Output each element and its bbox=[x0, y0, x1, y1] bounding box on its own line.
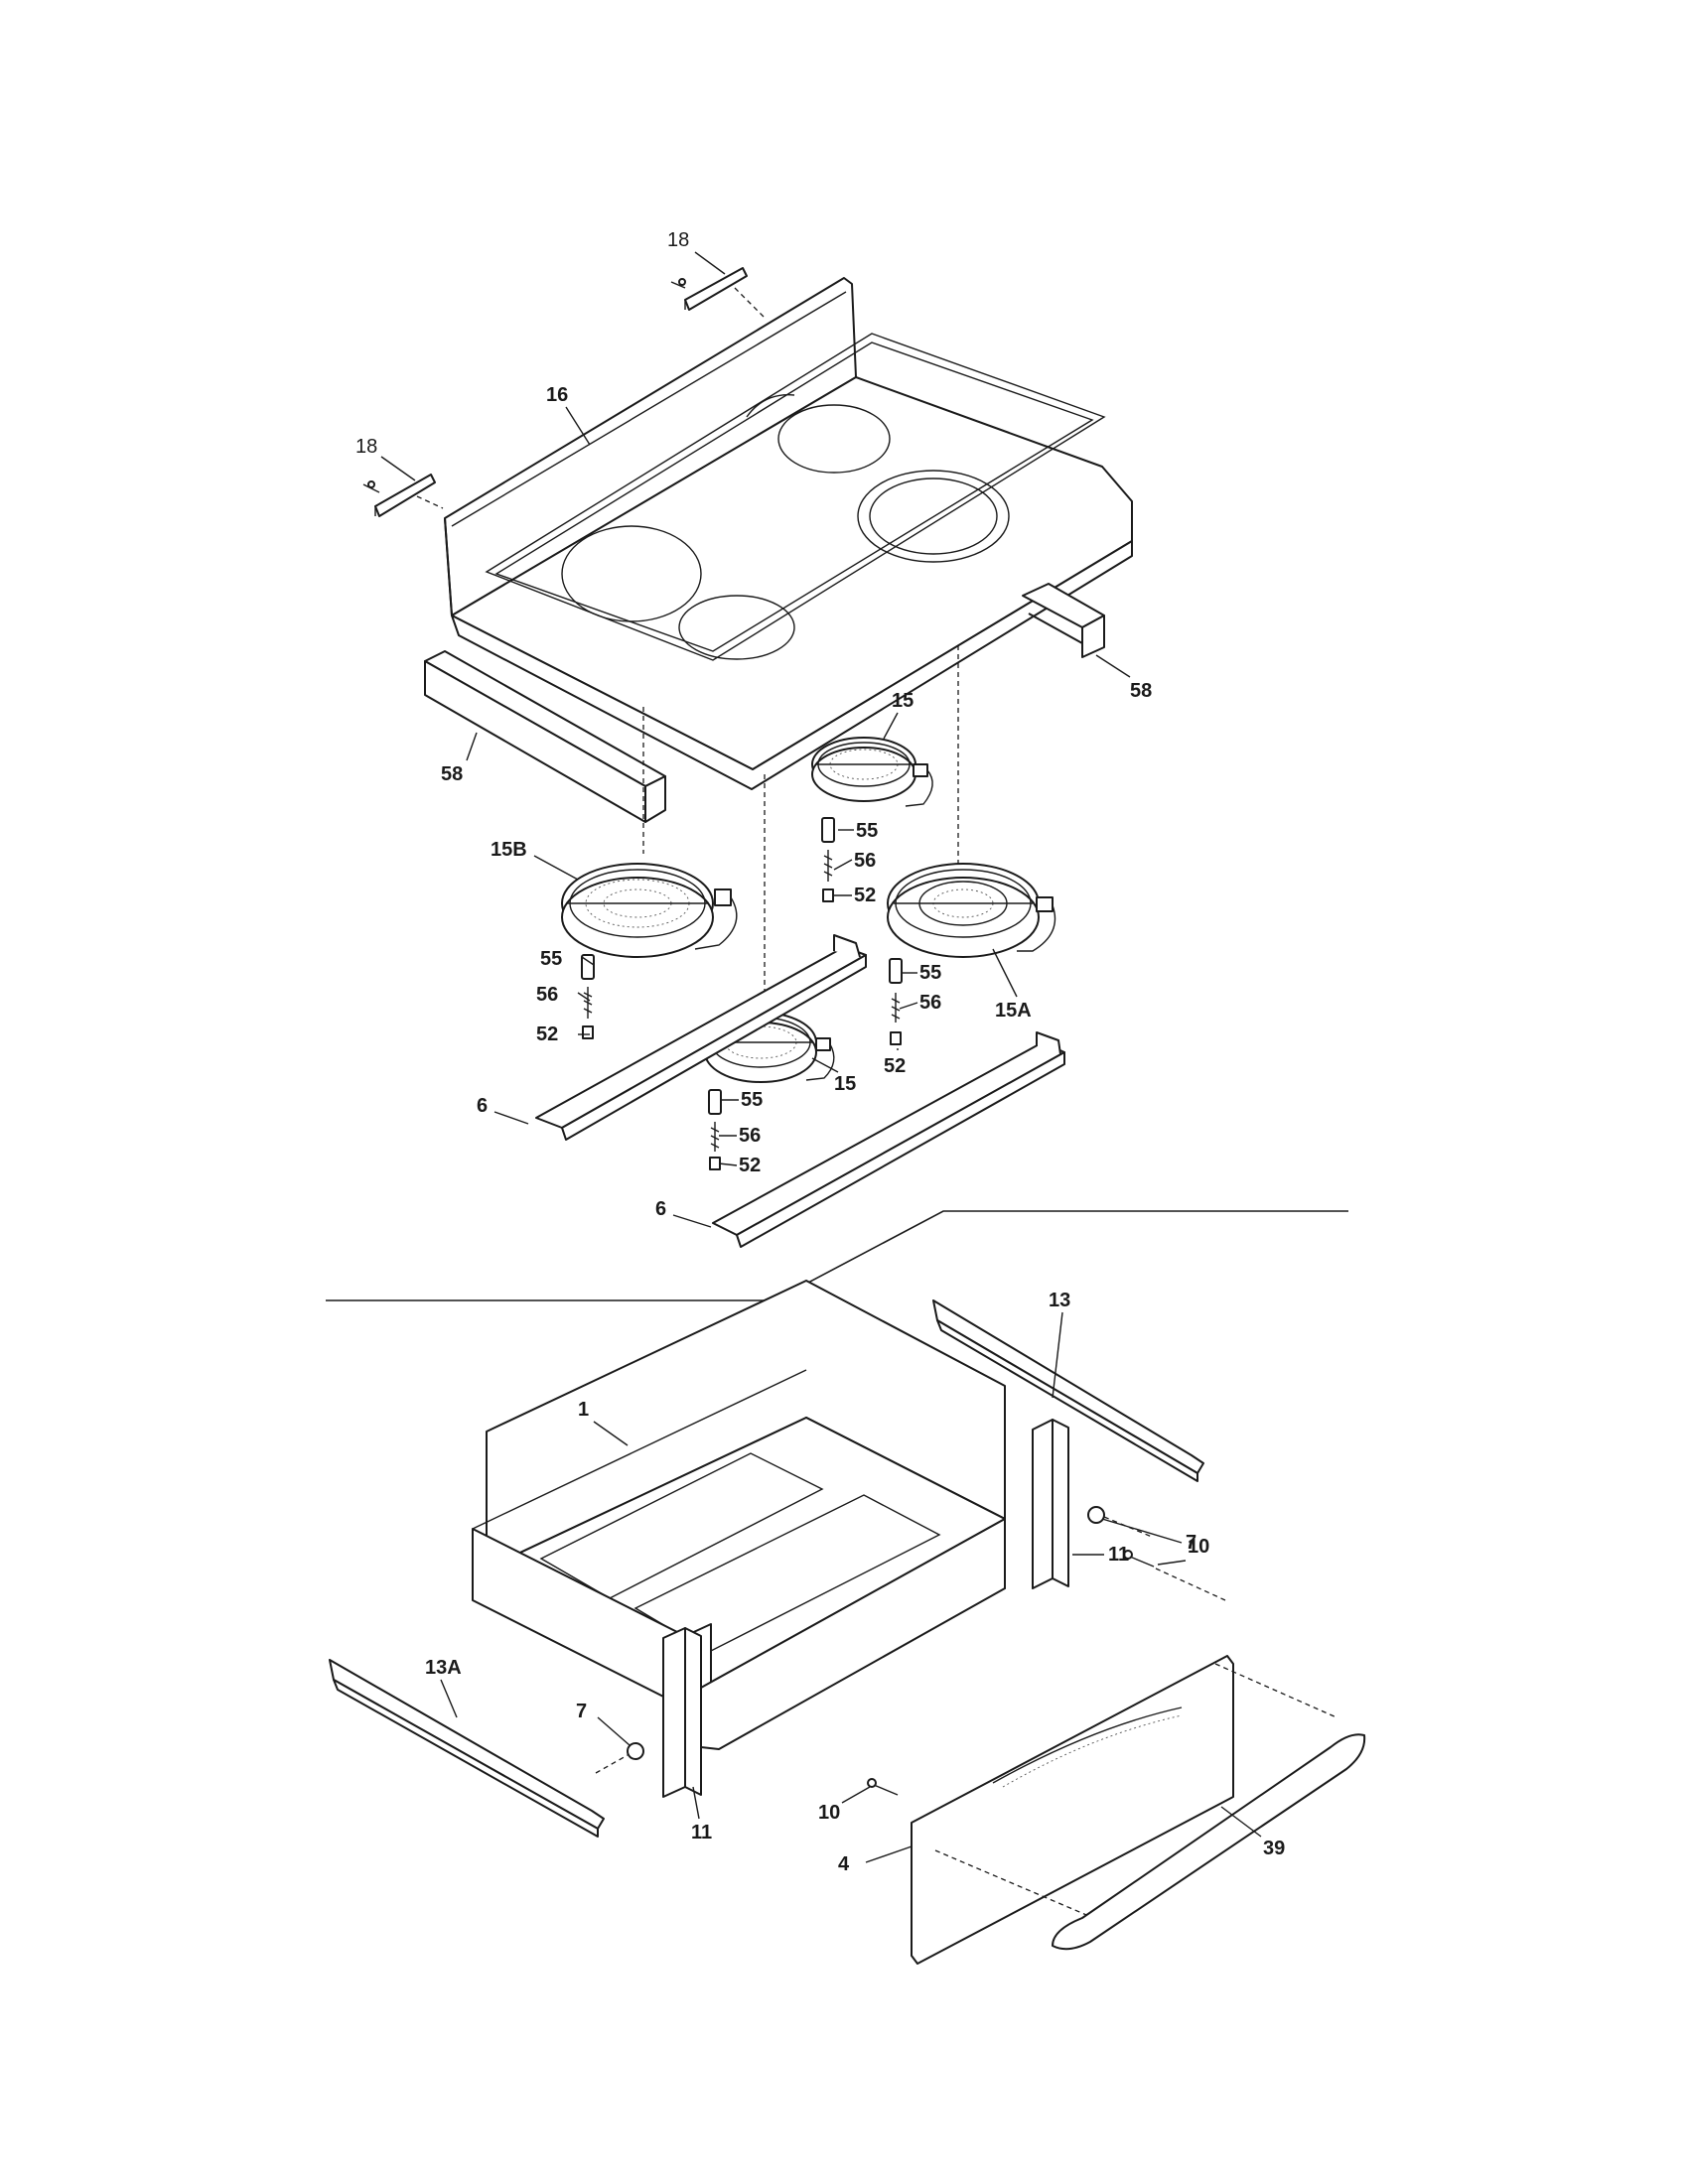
callout-10-left: 10 bbox=[818, 1802, 840, 1824]
heating-element-15B bbox=[561, 863, 738, 958]
callout-58-left: 58 bbox=[441, 763, 463, 785]
callout-10-right: 10 bbox=[1188, 1536, 1209, 1558]
callout-15-upper: 15 bbox=[892, 690, 914, 712]
drawer-front-panel bbox=[911, 1655, 1337, 1965]
callout-52-15B: 52 bbox=[536, 1024, 558, 1045]
bracket-11-left bbox=[662, 1627, 702, 1798]
callout-15B: 15B bbox=[491, 839, 527, 861]
heating-element-15-upper bbox=[811, 737, 933, 807]
callout-6-left: 6 bbox=[477, 1095, 488, 1117]
callout-55-lower: 55 bbox=[741, 1089, 763, 1111]
callout-56-15B: 56 bbox=[536, 984, 558, 1006]
burner-rear-right-inner bbox=[869, 478, 998, 555]
callout-7-left: 7 bbox=[576, 1701, 587, 1722]
callout-52-15A: 52 bbox=[884, 1055, 906, 1077]
callout-16: 16 bbox=[546, 384, 568, 406]
callout-1: 1 bbox=[578, 1399, 589, 1421]
burner-rear-left bbox=[678, 595, 795, 660]
callout-13: 13 bbox=[1049, 1290, 1070, 1311]
burner-front-left bbox=[561, 525, 702, 622]
support-bar-58-left bbox=[424, 650, 666, 823]
burner-rear-right-outer bbox=[857, 470, 1010, 563]
rail-6-right bbox=[712, 1031, 1065, 1248]
screw-10-right bbox=[1123, 1550, 1226, 1601]
callout-56-15A: 56 bbox=[919, 992, 941, 1014]
callout-15A: 15A bbox=[995, 1000, 1032, 1022]
callout-55-15B: 55 bbox=[540, 948, 562, 970]
burner-front-right bbox=[777, 404, 891, 474]
callout-52-upper: 52 bbox=[854, 885, 876, 906]
bracket-11-right bbox=[1032, 1419, 1069, 1589]
callout-7-right: 7 bbox=[1186, 1532, 1196, 1554]
callout-55-upper: 55 bbox=[856, 820, 878, 842]
support-bar-58-right bbox=[1022, 583, 1105, 658]
hardware-stack-15B bbox=[581, 954, 595, 1039]
drawer-box bbox=[472, 1280, 1006, 1750]
slide-rail-13 bbox=[932, 1299, 1204, 1538]
callout-15-lower: 15 bbox=[834, 1073, 856, 1095]
heating-element-15A bbox=[887, 863, 1056, 958]
callout-18-left: 18 bbox=[355, 436, 377, 458]
callout-39: 39 bbox=[1263, 1838, 1285, 1859]
screw-10-left bbox=[867, 1778, 899, 1796]
slide-rail-13A bbox=[329, 1659, 644, 1838]
hardware-stack-lower bbox=[708, 1089, 722, 1170]
callout-56-lower: 56 bbox=[739, 1125, 761, 1147]
callout-18-top: 18 bbox=[667, 229, 689, 251]
hardware-stack-15A bbox=[889, 958, 903, 1045]
rail-6-left bbox=[535, 934, 867, 1141]
callout-11-left: 11 bbox=[691, 1822, 712, 1843]
callout-55-15A: 55 bbox=[919, 962, 941, 984]
callout-13A: 13A bbox=[425, 1657, 462, 1679]
callout-58-right: 58 bbox=[1130, 680, 1152, 702]
callout-52-lower: 52 bbox=[739, 1155, 761, 1176]
hardware-stack-upper bbox=[821, 817, 835, 902]
callout-4: 4 bbox=[838, 1853, 850, 1875]
section-divider bbox=[326, 1210, 1348, 1301]
callout-11-right: 11 bbox=[1108, 1544, 1129, 1566]
bracket-18-top bbox=[670, 267, 766, 319]
callout-6-right: 6 bbox=[655, 1198, 666, 1220]
callout-56-upper: 56 bbox=[854, 850, 876, 872]
cooktop-top bbox=[444, 277, 1133, 790]
handle-39 bbox=[1052, 1733, 1366, 1951]
bracket-18-left bbox=[362, 474, 444, 517]
